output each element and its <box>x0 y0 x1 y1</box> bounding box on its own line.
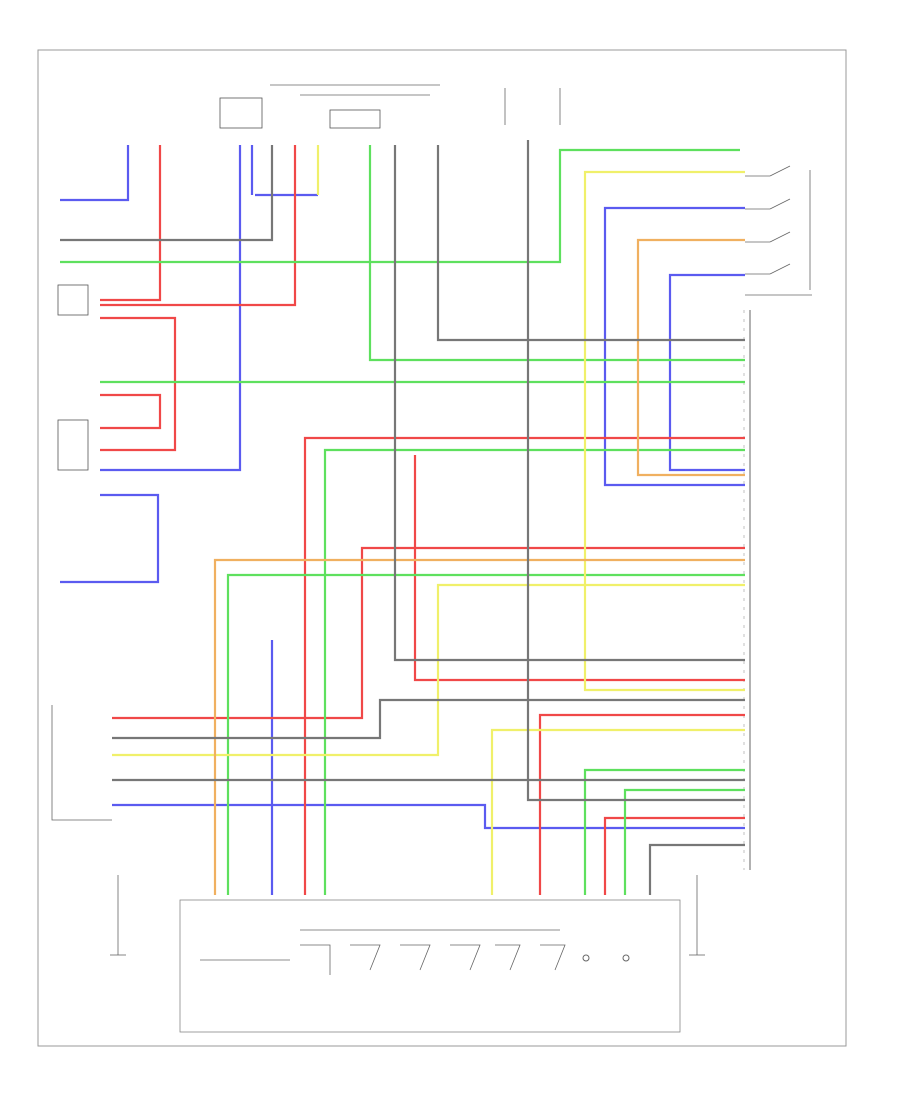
bottom-switches <box>179 899 681 1033</box>
control-module-strip <box>743 294 812 870</box>
top-connector-group <box>219 84 561 129</box>
red-wires <box>100 145 745 895</box>
yellow-wires <box>112 145 745 895</box>
blue-wires <box>60 145 745 895</box>
orange-wires <box>213 238 745 895</box>
switch-group <box>745 165 811 290</box>
left-components <box>51 284 112 821</box>
gray-wires <box>60 140 745 895</box>
ground-symbols <box>110 875 705 956</box>
diagram-frame <box>37 49 847 1047</box>
green-wires <box>60 145 745 895</box>
